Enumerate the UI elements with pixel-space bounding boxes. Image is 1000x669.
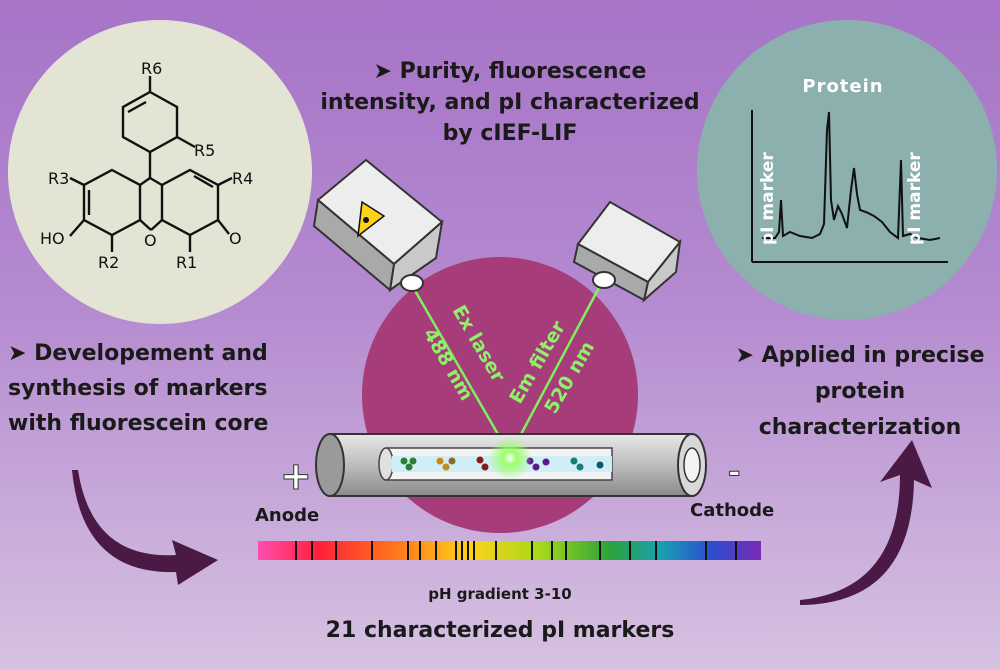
marker-dot bbox=[448, 457, 456, 465]
fluorescein-structure bbox=[69, 76, 233, 252]
chart-circle bbox=[697, 20, 997, 320]
substituent-r1: R1 bbox=[176, 253, 197, 272]
applied-line: characterization bbox=[758, 415, 962, 440]
marker-dot bbox=[400, 457, 408, 465]
marker-dot bbox=[542, 458, 550, 466]
molecule-circle bbox=[8, 20, 312, 324]
excitation-beam bbox=[408, 281, 512, 456]
hydroxyl-group: HO bbox=[40, 229, 65, 248]
purity-line: intensity, and pI characterized bbox=[320, 90, 700, 115]
applied-line: ➤ Applied in precise bbox=[735, 343, 985, 368]
development-line: ➤ Developement and bbox=[8, 341, 268, 366]
left-pi-marker-label: pI marker bbox=[758, 152, 778, 245]
carbonyl-oxygen: O bbox=[229, 229, 242, 248]
right-pi-marker-label: pI marker bbox=[905, 152, 925, 245]
substituent-r6: R6 bbox=[141, 59, 162, 78]
markers-summary: 21 characterized pI markers bbox=[325, 618, 675, 643]
emission-beam bbox=[508, 281, 604, 456]
right-curved-arrow bbox=[800, 440, 932, 605]
marker-dot bbox=[405, 463, 413, 471]
left-curved-arrow bbox=[72, 470, 218, 585]
marker-dot bbox=[481, 463, 489, 471]
applied-line: protein bbox=[814, 379, 906, 404]
electropherogram bbox=[751, 110, 948, 263]
marker-dot bbox=[442, 463, 450, 471]
marker-dot bbox=[409, 457, 417, 465]
plus-sign: + bbox=[280, 454, 312, 498]
laser-warning-icon bbox=[357, 200, 386, 238]
structure-labels: R6 R5 R3 R4 HO O O R2 R1 bbox=[40, 59, 253, 272]
marker-dot bbox=[532, 463, 540, 471]
detector bbox=[572, 200, 682, 303]
marker-dot bbox=[576, 463, 584, 471]
marker-dot bbox=[436, 457, 444, 465]
substituent-r5: R5 bbox=[194, 141, 215, 160]
development-heading: ➤ Developement and synthesis of markers … bbox=[8, 336, 308, 441]
substituent-r4: R4 bbox=[232, 169, 253, 188]
marker-dot bbox=[570, 457, 578, 465]
purity-heading: ➤ Purity, fluorescence intensity, and pI… bbox=[300, 56, 720, 149]
ph-gradient-bar bbox=[258, 541, 761, 560]
marker-dots bbox=[400, 436, 604, 480]
ring-oxygen: O bbox=[144, 231, 157, 250]
ph-marker-lines bbox=[295, 541, 737, 560]
substituent-r3: R3 bbox=[48, 169, 69, 188]
marker-dot bbox=[596, 461, 604, 469]
minus-sign: - bbox=[728, 455, 740, 490]
purity-line: by cIEF-LIF bbox=[442, 121, 578, 146]
development-line: with fluorescein core bbox=[8, 411, 269, 436]
cathode-label: Cathode bbox=[690, 500, 775, 521]
marker-dot bbox=[476, 456, 484, 464]
chart-title: Protein bbox=[802, 76, 883, 97]
laser-source bbox=[312, 158, 444, 293]
substituent-r2: R2 bbox=[98, 253, 119, 272]
purity-line: ➤ Purity, fluorescence bbox=[373, 59, 647, 84]
applied-heading: ➤ Applied in precise protein characteriz… bbox=[725, 338, 995, 446]
anode-label: Anode bbox=[255, 505, 320, 526]
fluorescence-glow bbox=[488, 436, 532, 480]
ph-gradient-label: pH gradient 3-10 bbox=[428, 585, 572, 603]
development-line: synthesis of markers bbox=[8, 376, 268, 401]
